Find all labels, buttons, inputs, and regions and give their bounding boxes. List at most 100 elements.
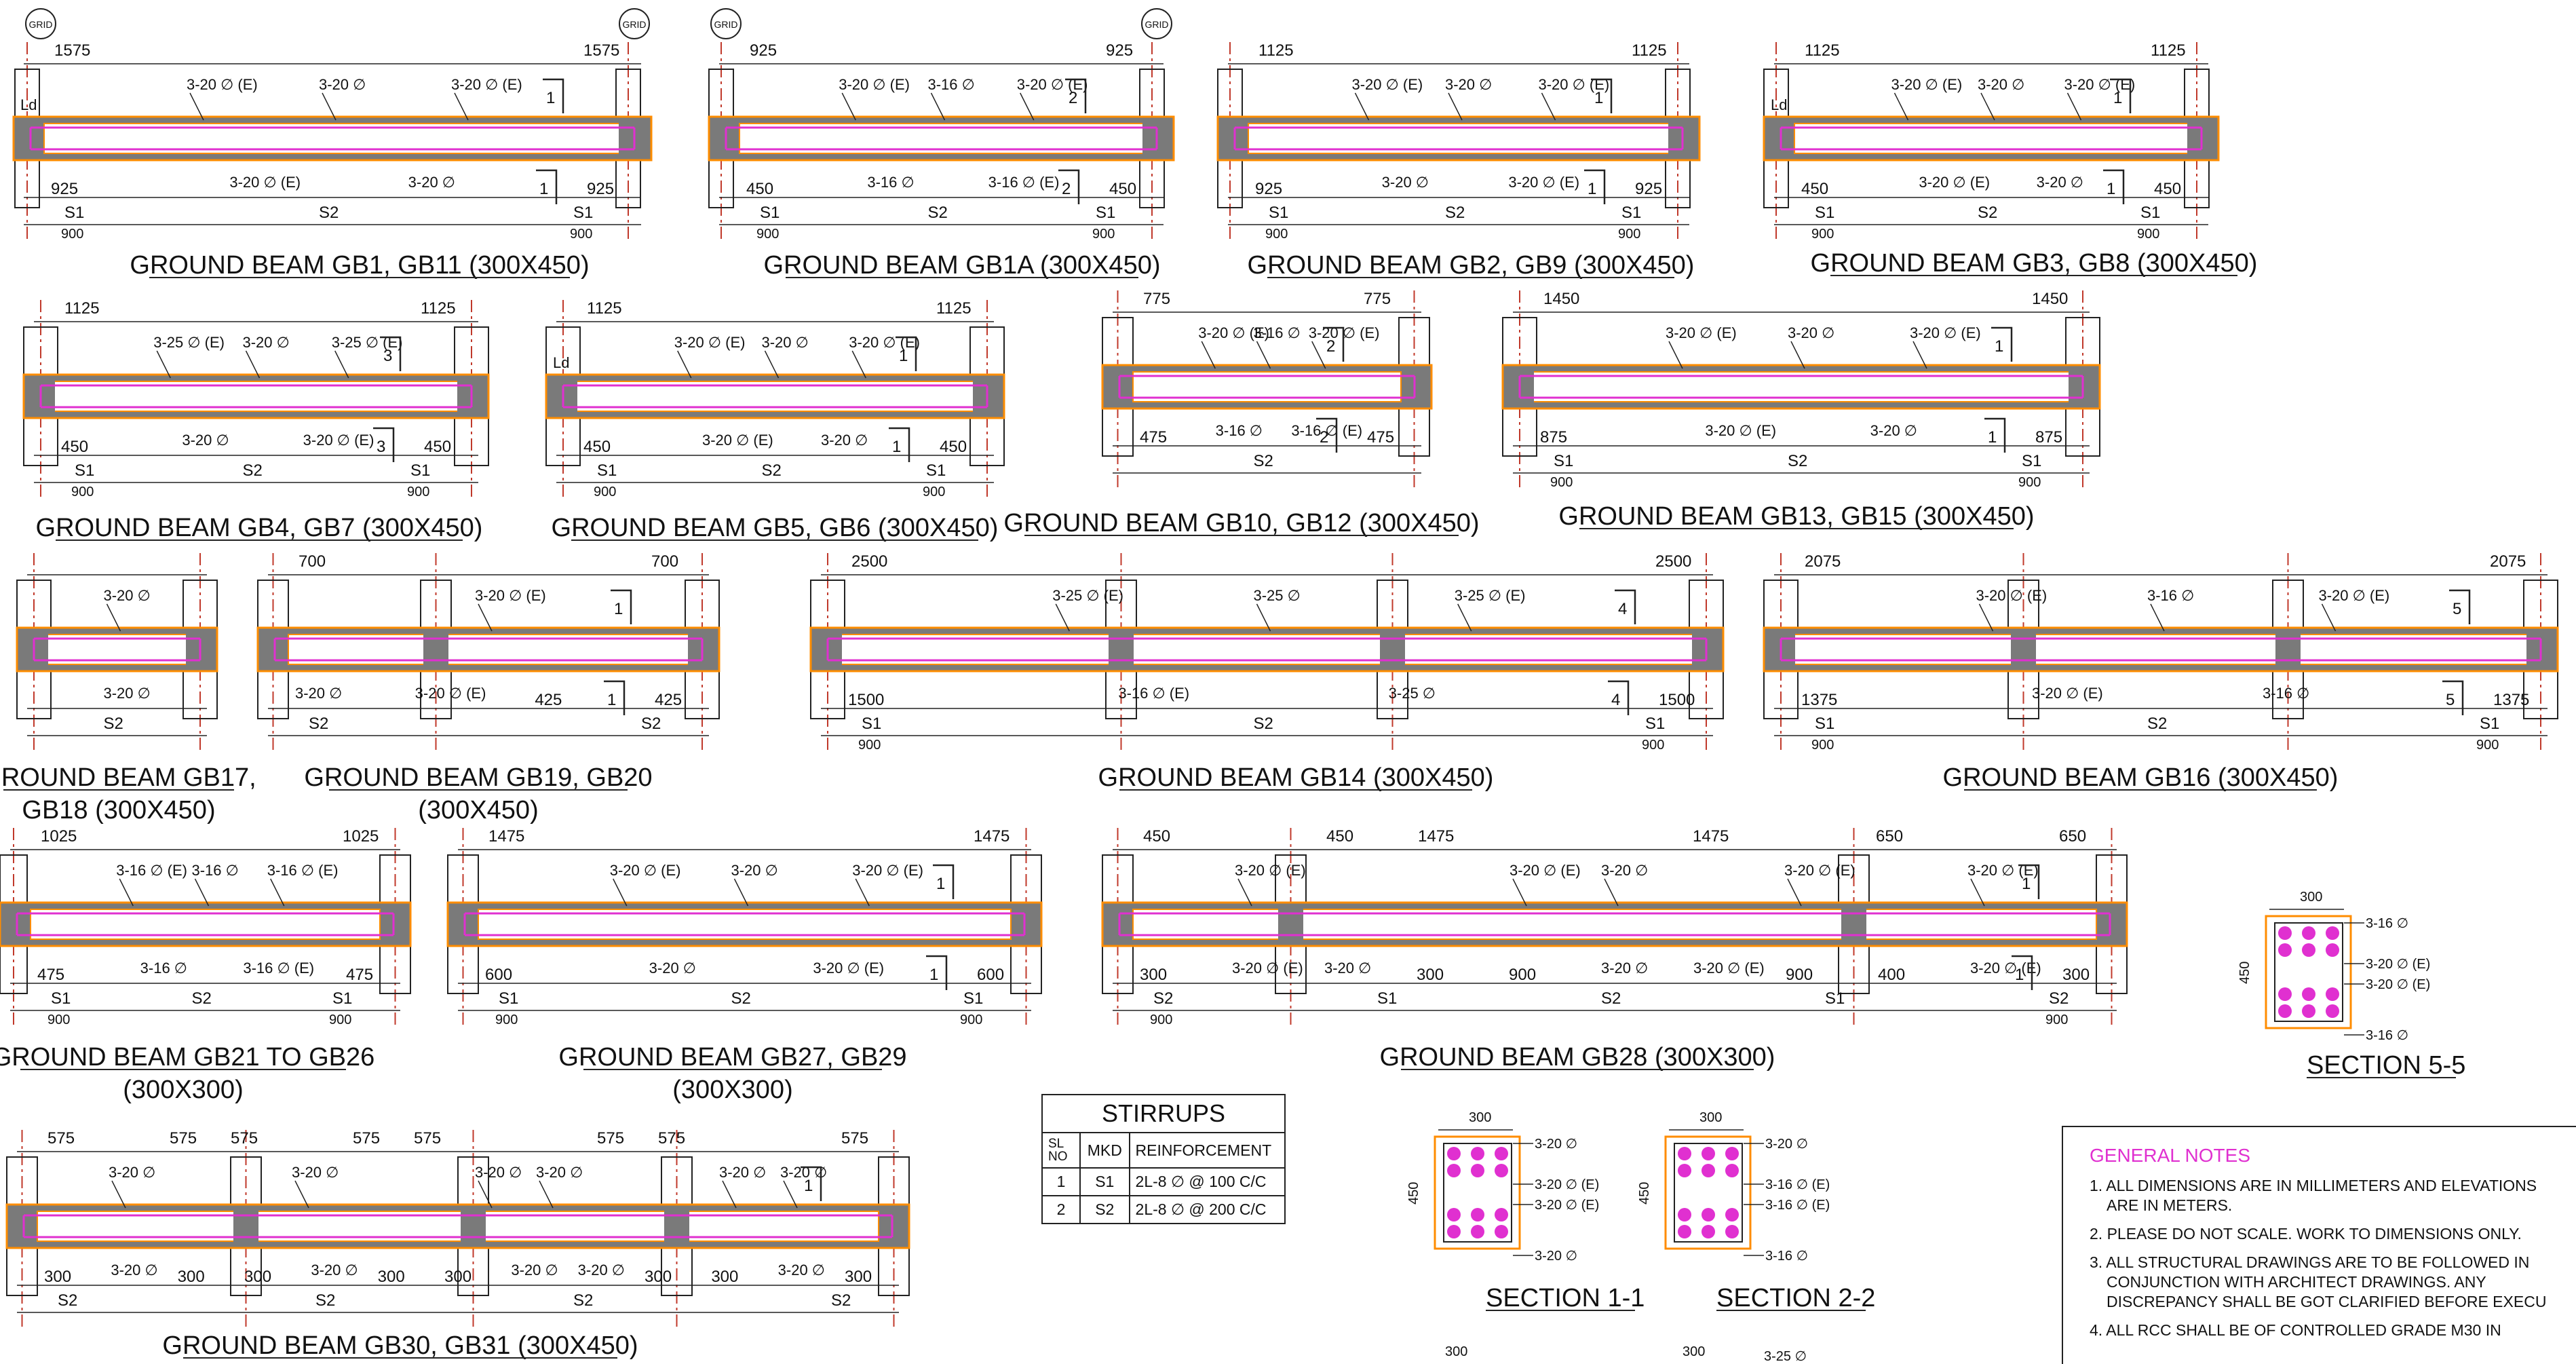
bottom-rebar-label: 300 [1417,966,1444,984]
top-rebar-label: 3-20 ∅ [1445,76,1492,93]
table-row: 2 S2 2L-8 ∅ @ 200 C/C [1041,1195,1286,1224]
rebar-dot [2302,943,2315,957]
bottom-rebar-label: 3-20 ∅ [578,1262,625,1278]
development-length-label: Ld [20,96,37,113]
top-rebar-label: 3-16 ∅ (E) [116,862,187,879]
stirrup-span-label: S2 [928,204,948,222]
partial-rebar-label: 3-25 ∅ [1764,1349,1807,1364]
support-block [1014,905,1039,943]
top-rebar-label: 1450 [2032,290,2068,308]
support-block [1142,119,1161,157]
bottom-rebar-label: 3-20 ∅ [821,432,868,449]
section-rebar-label: 3-16 ∅ [2366,1028,2408,1043]
section-mark-label: 5 [2446,691,2455,709]
cell-reinforcement: 2L-8 ∅ @ 100 C/C [1128,1167,1286,1196]
note-line: 1. ALL DIMENSIONS ARE IN MILLIMETERS AND… [2090,1177,2537,1194]
bottom-rebar-label: 600 [485,966,512,984]
section-rebar-label: 3-16 ∅ (E) [1765,1177,1830,1192]
top-rebar-label: 2075 [1805,552,1841,571]
section-mark-label: 1 [2113,89,2122,107]
note-line: 2. PLEASE DO NOT SCALE. WORK TO DIMENSIO… [2090,1225,2522,1243]
section-rebar-label: 3-20 ∅ (E) [2366,957,2430,972]
bottom-rebar-label: 3-20 ∅ [2037,174,2083,191]
stirrup-zone-length: 900 [923,485,945,499]
section-rebar-label: 3-20 ∅ [1535,1137,1577,1152]
beam-title-line2: (300X300) [672,1076,792,1104]
section-cut-mark [2110,78,2132,113]
section-width-dim: 300 [1699,1110,1722,1125]
section-cut-mark [543,78,564,113]
section-cut-mark [1591,78,1613,113]
top-rebar-label: 1125 [64,299,100,318]
stirrup-span-label: S2 [1445,204,1465,222]
cell-mkd: S2 [1079,1195,1130,1224]
beam-title: GROUND BEAM GB17, [0,763,256,792]
section-mark-label: 1 [2107,180,2115,198]
bottom-rebar-label: 3-16 ∅ [2263,685,2309,702]
top-rebar-label: 3-20 ∅ [731,862,778,879]
top-rebar-label: 3-20 ∅ (E) [451,76,522,93]
cell-reinforcement: 2L-8 ∅ @ 200 C/C [1128,1195,1286,1224]
rebar-dot [1678,1164,1691,1177]
grid-bubble-circle [25,8,56,39]
top-rebar-label: 3-20 ∅ (E) [1352,76,1423,93]
leader-line [783,1180,798,1209]
top-rebar-label: 3-25 ∅ (E) [1455,587,1526,604]
top-rebar-label: 3-20 ∅ (E) [610,862,681,879]
beam-title: GROUND BEAM GB19, GB20 [304,763,652,792]
leader-line [1020,92,1035,121]
bottom-rebar-label: 3-20 ∅ [311,1262,358,1278]
rebar-dot [1702,1164,1715,1177]
stirrup-zone-length: 900 [61,227,83,242]
top-rebar-label: 1125 [1632,41,1667,60]
stirrup-zone-length: 900 [329,1012,351,1027]
leader-line [1970,878,1985,907]
bottom-rebar-label: 3-20 ∅ [778,1262,825,1278]
section-rebar-label: 3-20 ∅ (E) [1535,1198,1599,1213]
leader-line [1668,341,1683,369]
section-outline [2265,915,2352,1029]
bottom-rebar-label: 450 [61,438,88,456]
leader-line [1256,603,1271,632]
grid-bubble-label: GRID [1145,19,1169,30]
rebar-dot [2326,926,2339,940]
support-block [18,119,37,157]
section-depth-dim: 450 [1406,1182,1421,1205]
bottom-rebar-label: 450 [1109,180,1136,198]
rebar-dot [1447,1164,1461,1177]
stirrup-span-label: S1 [1645,715,1665,733]
section-mark-label: 1 [804,1177,813,1195]
bottom-rebar-label: 475 [1367,428,1394,447]
partial-width-dim: 300 [1445,1344,1467,1359]
top-rebar-label: 1125 [1258,41,1294,60]
leader-line [156,350,171,379]
bottom-rebar-label: 3-16 ∅ [140,960,187,977]
beam-title: GROUND BEAM GB13, GB15 (300X450) [1558,502,2034,531]
leader-line [294,1180,309,1209]
stirrup-zone-length: 900 [47,1012,70,1027]
stirrup-span-label: S1 [1825,989,1845,1008]
bottom-rebar-label: 3-20 ∅ [111,1262,157,1278]
section-mark-label: 2 [1326,337,1335,356]
top-rebar-label: 3-20 ∅ (E) [839,76,910,93]
top-rebar-label: 3-20 ∅ [104,587,151,604]
stirrup-span-label: S1 [1621,204,1641,222]
support-block [2275,630,2301,668]
note-line: 3. ALL STRUCTURAL DRAWINGS ARE TO BE FOL… [2090,1253,2529,1271]
top-rebar-label: 3-20 ∅ (E) [674,334,746,351]
section-cut-mark [926,955,948,990]
top-rebar-label: 3-20 ∅ [536,1164,583,1181]
stirrup-zone-length: 900 [407,485,429,499]
support-block [9,1207,35,1245]
bottom-rebar-label: 475 [37,966,64,984]
leader-line [111,1180,126,1209]
rebar-dot [1471,1164,1484,1177]
top-rebar-label: 700 [299,552,326,571]
stirrup-zone-length: 900 [1092,227,1115,242]
section-rebar-label: 3-20 ∅ (E) [2366,977,2430,992]
